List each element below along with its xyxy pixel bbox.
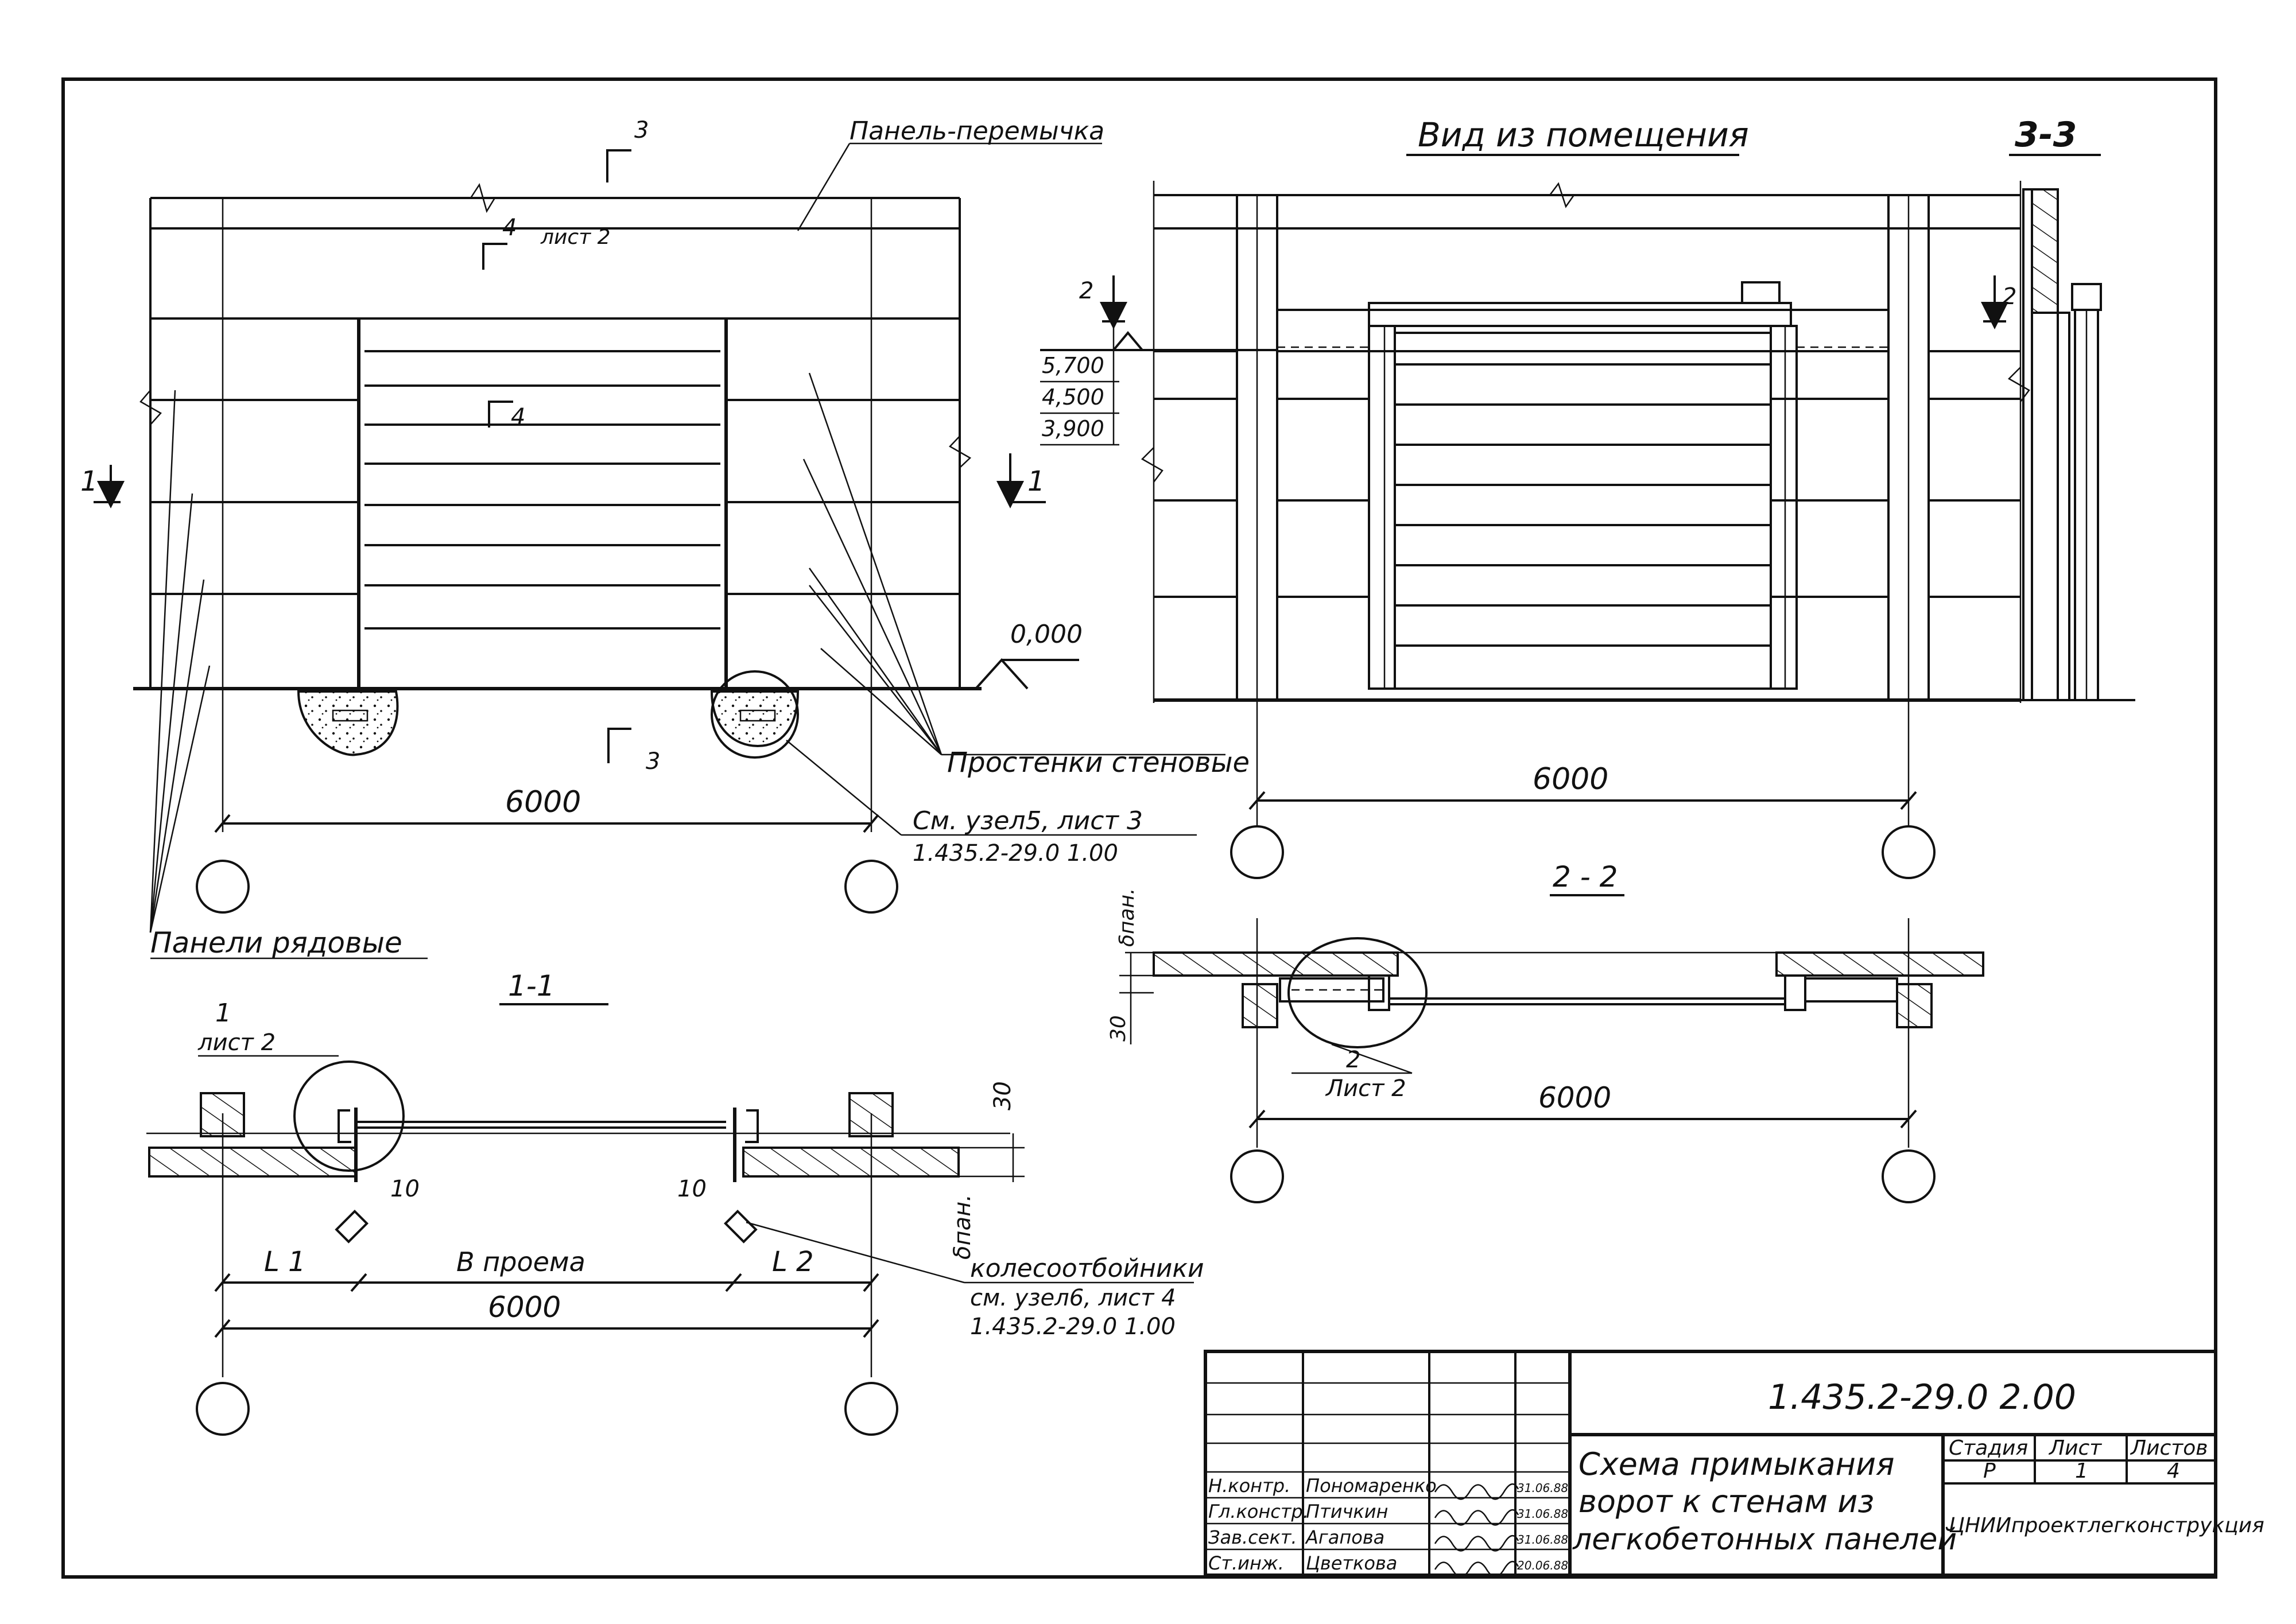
section-2-2-thickness: δпан.: [1115, 888, 1139, 947]
description-line3: легкобетонных панелей: [1572, 1522, 1957, 1557]
sig-date-3: 20.06.88: [1517, 1559, 1568, 1572]
sig-name-1: Птичкин: [1306, 1501, 1388, 1522]
sig-date-1: 31.06.88: [1517, 1507, 1568, 1521]
section-1-1-thickness: δпан.: [949, 1194, 976, 1260]
node2-ref-sheet: Лист 2: [1325, 1075, 1406, 1102]
label-lintel: Панель-перемычка: [850, 116, 1104, 146]
organization: ЦНИИпроектлегконструкция: [1949, 1514, 2264, 1537]
section-3-3: [2009, 154, 2135, 701]
sheets-header: Листов: [2130, 1436, 2208, 1460]
section-mark-3-bottom: 3: [646, 748, 660, 775]
section-1-1: [146, 1003, 1194, 1436]
section-3-3-title: 3-3: [2015, 115, 2077, 155]
level-3900: 3,900: [1042, 416, 1104, 441]
sig-date-0: 31.06.88: [1517, 1481, 1568, 1495]
section-2-2-dim-30: 30: [1107, 1015, 1130, 1042]
dim-l1: L 1: [264, 1246, 306, 1278]
level-4500: 4,500: [1042, 384, 1104, 410]
section-1-1-dim-30: 30: [990, 1081, 1016, 1110]
sig-role-3: Ст.инж.: [1208, 1552, 1284, 1574]
level-5700: 5,700: [1042, 353, 1104, 378]
section-mark-2-left: 2: [1079, 278, 1093, 304]
sheet-value: 1: [2075, 1459, 2088, 1483]
node5-ref-line2: 1.435.2-29.0 1.00: [913, 840, 1118, 867]
section-mark-3-top: 3: [634, 117, 649, 143]
node5-ref-line1: См. узел5, лист 3: [913, 806, 1143, 836]
interior-view: [1040, 154, 2030, 879]
description-line2: ворот к стенам из: [1578, 1483, 1874, 1520]
dim-opening: B проема: [456, 1246, 585, 1277]
level-zero: 0,000: [1010, 620, 1083, 649]
section-mark-4-top: 4: [502, 215, 517, 241]
sheets-value: 4: [2167, 1459, 2180, 1483]
section-mark-1-left: 1: [80, 465, 98, 498]
label-piers: Простенки стеновые: [947, 747, 1250, 779]
dim-l2: L 2: [772, 1246, 814, 1278]
node2-ref-num: 2: [1346, 1047, 1360, 1073]
sig-date-2: 31.06.88: [1517, 1533, 1568, 1547]
section-mark-1-right: 1: [1027, 465, 1045, 498]
interior-view-title: Вид из помещения: [1418, 115, 1749, 154]
sig-role-0: Н.контр.: [1208, 1475, 1290, 1497]
label-row-panels: Панели рядовые: [150, 926, 402, 959]
drawing-code: 1.435.2-29.0 2.00: [1768, 1377, 2076, 1417]
section-1-1-dim: 6000: [488, 1291, 561, 1324]
section-2-2-title: 2 - 2: [1553, 860, 1618, 893]
wheel-guard-line3: 1.435.2-29.0 1.00: [970, 1314, 1176, 1340]
sig-name-2: Агапова: [1305, 1526, 1384, 1548]
section-mark-2-right: 2: [2002, 283, 2016, 310]
gap-left: 10: [390, 1176, 420, 1202]
sheet-frame: [61, 77, 2217, 1579]
interior-dim: 6000: [1533, 762, 1608, 797]
sig-name-0: Пономаренко: [1306, 1475, 1437, 1497]
sig-role-2: Зав.сект.: [1208, 1526, 1297, 1548]
sig-role-1: Гл.констр.: [1208, 1501, 1309, 1522]
gap-right: 10: [677, 1176, 707, 1202]
stage-header: Стадия: [1949, 1436, 2028, 1460]
elevation-view: [94, 142, 1225, 959]
section-2-2-dim: 6000: [1538, 1081, 1611, 1114]
description-line1: Схема примыкания: [1578, 1446, 1895, 1482]
section-1-1-title: 1-1: [508, 969, 555, 1003]
stage-value: Р: [1983, 1459, 1996, 1483]
wheel-guard-line1: колесоотбойники: [970, 1254, 1204, 1283]
sheet-header: Лист: [2048, 1436, 2102, 1460]
elevation-dim: 6000: [505, 785, 581, 819]
wheel-guard-line2: см. узел6, лист 4: [970, 1285, 1176, 1311]
sheet-ref-2: лист 2: [540, 226, 611, 249]
section-mark-4-mid: 4: [511, 404, 525, 430]
section-2-2: [1119, 894, 1984, 1203]
sig-name-3: Цветкова: [1306, 1552, 1397, 1574]
title-block: [1204, 1350, 2217, 1578]
node1-ref-sheet: лист 2: [197, 1029, 276, 1056]
node1-ref-num: 1: [215, 999, 231, 1028]
